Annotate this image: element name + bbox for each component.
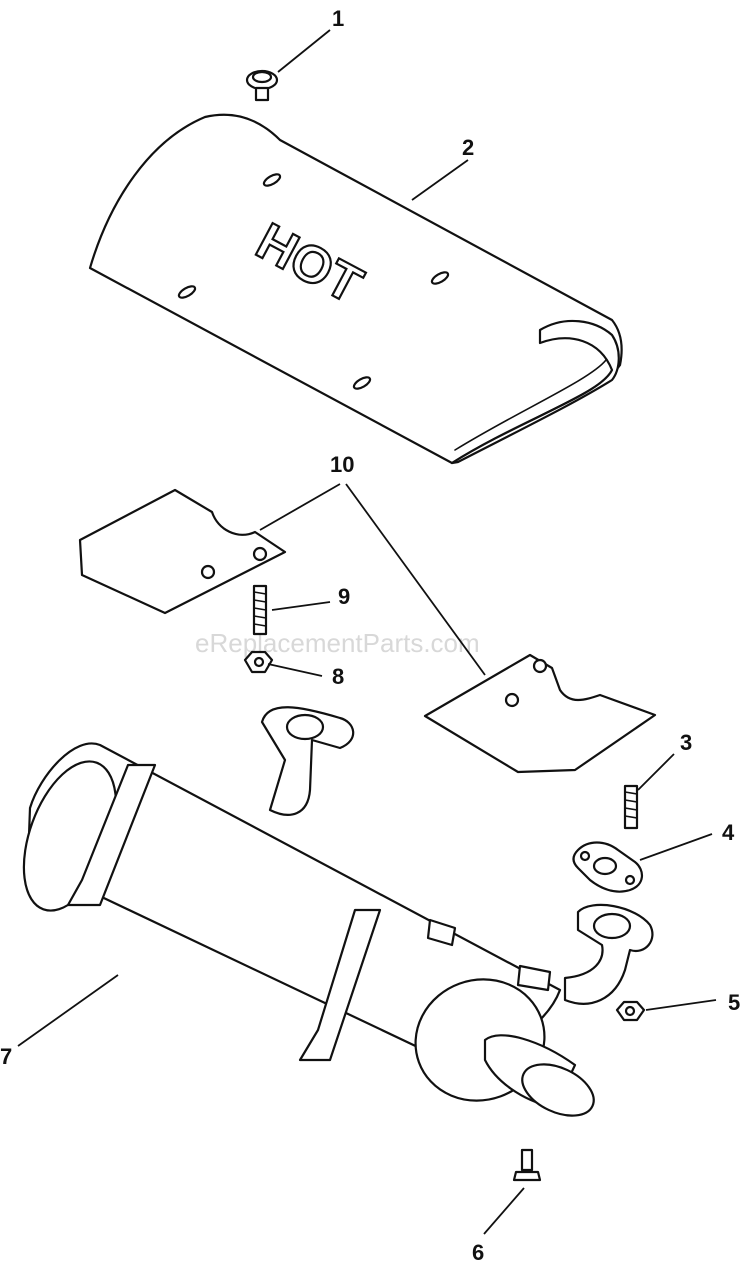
part-7-muffler xyxy=(22,706,654,1117)
part-10-plate-right xyxy=(423,653,657,774)
leader-3 xyxy=(637,753,675,791)
leader-10b xyxy=(345,483,486,676)
leader-2 xyxy=(411,159,469,201)
part-9-stud xyxy=(252,584,268,636)
callout-2: 2 xyxy=(462,135,474,160)
part-4-gasket xyxy=(572,841,643,893)
leader-8 xyxy=(267,663,323,677)
part-3-stud xyxy=(623,784,639,830)
callout-7: 7 xyxy=(0,1044,12,1069)
callout-8: 8 xyxy=(332,664,344,689)
part-1-screw xyxy=(245,69,279,102)
leader-9 xyxy=(271,601,331,611)
watermark-text: eReplacementParts.com xyxy=(195,628,480,658)
callout-10: 10 xyxy=(330,452,354,477)
callout-1: 1 xyxy=(332,6,344,31)
part-8-nut xyxy=(243,650,274,674)
callout-3: 3 xyxy=(680,730,692,755)
part-10-plate-left xyxy=(78,488,287,615)
leader-5 xyxy=(645,999,717,1011)
leader-6 xyxy=(483,1187,525,1235)
callout-5: 5 xyxy=(728,990,740,1015)
part-6-screw xyxy=(512,1148,542,1182)
leader-7 xyxy=(17,974,119,1047)
leader-1 xyxy=(277,29,331,73)
part-2-heat-shield: HOT xyxy=(88,113,623,465)
part-5-nut xyxy=(615,1000,646,1022)
callout-6: 6 xyxy=(472,1240,484,1265)
callout-9: 9 xyxy=(338,584,350,609)
leader-10a xyxy=(259,483,341,531)
leader-4 xyxy=(639,833,713,861)
callout-4: 4 xyxy=(722,820,735,845)
